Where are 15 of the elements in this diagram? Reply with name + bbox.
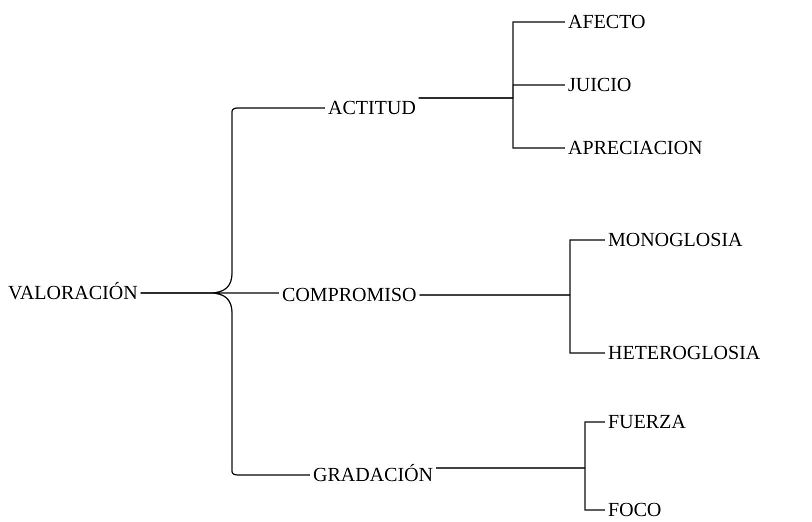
node-label: FOCO bbox=[608, 500, 662, 520]
node-label: AFECTO bbox=[568, 12, 646, 32]
node-label: HETEROGLOSIA bbox=[608, 343, 760, 363]
bracket-connector bbox=[418, 97, 565, 149]
bracket-connector bbox=[140, 292, 310, 476]
node-label: FUERZA bbox=[608, 412, 686, 432]
bracket-connector bbox=[419, 294, 605, 354]
node-label: GRADACIÓN bbox=[313, 465, 433, 485]
bracket-connector bbox=[436, 467, 605, 511]
node-label: APRECIACION bbox=[568, 138, 702, 158]
node-label: COMPROMISO bbox=[282, 285, 416, 305]
node-label: VALORACIÓN bbox=[8, 283, 138, 303]
node-label: JUICIO bbox=[568, 75, 632, 95]
node-label: MONOGLOSIA bbox=[608, 230, 742, 250]
node-label: ACTITUD bbox=[328, 98, 416, 118]
